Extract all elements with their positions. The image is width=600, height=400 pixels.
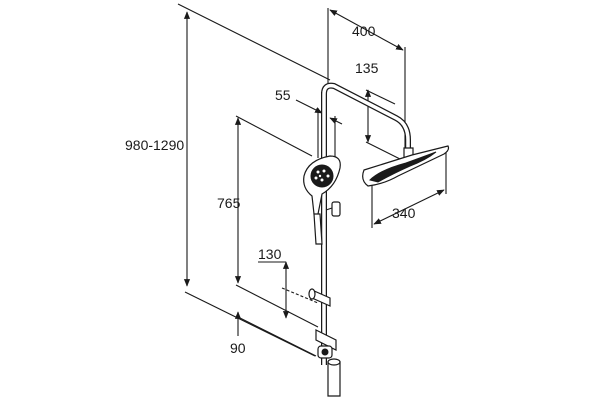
dimension-hand-shower-width [295, 99, 343, 158]
label-height-range: 980-1290 [125, 137, 184, 153]
hand-shower-holder [325, 201, 341, 217]
dimension-hand-shower-height [234, 115, 319, 328]
hand-shower [303, 155, 341, 245]
label-hand-shower-height: 765 [217, 195, 241, 211]
wall-bracket [308, 288, 331, 307]
label-head-width: 340 [392, 205, 416, 221]
shower-rail [321, 82, 411, 365]
overhead-shower-head [362, 145, 450, 187]
label-arm-length: 400 [352, 23, 376, 39]
label-head-drop: 135 [355, 60, 379, 76]
dimension-height-range [177, 3, 331, 357]
label-hand-shower-width: 55 [275, 87, 291, 103]
dimension-head-width [371, 150, 447, 228]
dimension-head-drop [364, 89, 403, 161]
dimension-holder-offset [258, 261, 319, 319]
mixer-valve [315, 329, 341, 397]
label-bottom-offset: 90 [230, 340, 246, 356]
dimension-bottom-offset [234, 311, 317, 357]
label-holder-offset: 130 [258, 246, 282, 262]
